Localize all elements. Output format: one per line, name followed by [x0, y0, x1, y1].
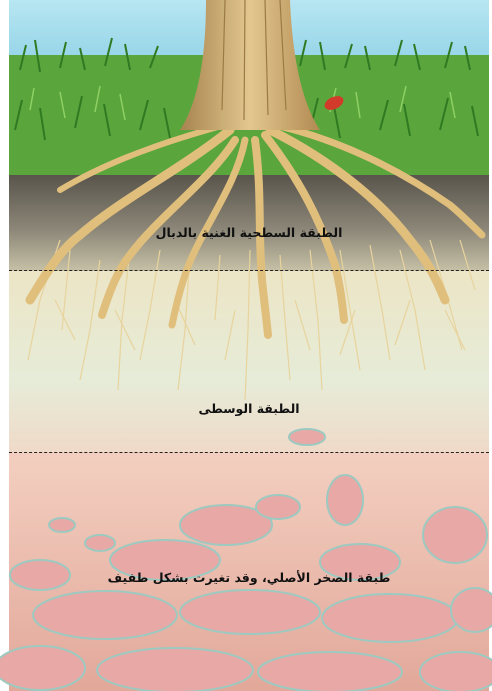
topsoil-label: الطبقة السطحية الغنية بالدبال [9, 225, 489, 240]
topsoil-layer [9, 175, 489, 273]
subsoil-label: الطبقة الوسطى [9, 401, 489, 416]
layer-divider-top [9, 270, 489, 271]
bedrock-label: طبقة الصخر الأصلي، وقد تغيرت بشكل طفيف [9, 570, 489, 585]
layer-divider-bottom [9, 452, 489, 453]
